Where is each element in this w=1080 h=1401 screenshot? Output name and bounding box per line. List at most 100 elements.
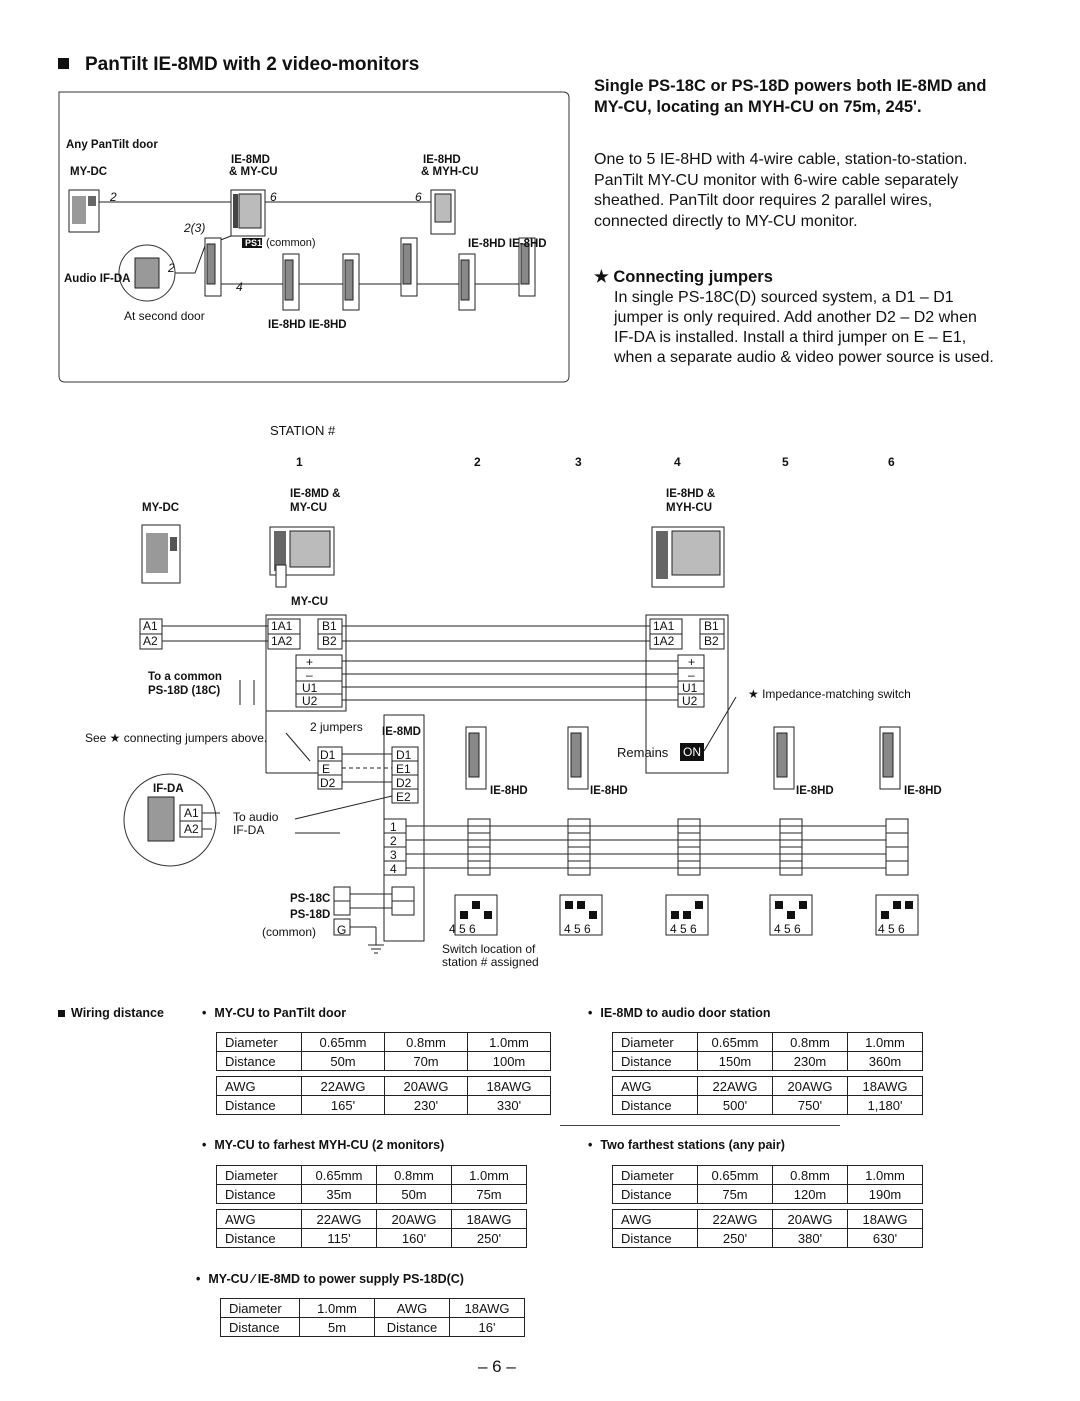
term-b2: B2: [322, 634, 337, 648]
ie8hd-monitor-icon: [430, 189, 456, 235]
ifda-term-a2: A2: [184, 822, 199, 836]
table-cell: 0.8mm: [772, 1032, 848, 1052]
ie8hd-myhcu-label-1: IE-8HD &: [666, 488, 716, 500]
ie8hd-label: IE-8HD: [423, 154, 461, 166]
ps18-badge: [242, 238, 262, 248]
term-e1-right: E1: [396, 762, 411, 776]
table-cell: 230m: [772, 1051, 848, 1071]
table-cell: Distance: [216, 1095, 302, 1115]
table-cell: Distance: [612, 1228, 698, 1248]
my-cu-main-label: MY-CU: [291, 596, 329, 608]
table-cell: 22AWG: [301, 1076, 385, 1096]
wire-count-6b: 6: [415, 190, 422, 204]
ie8md-monitor-icon: [230, 189, 266, 237]
wire-4-md: 4: [390, 862, 397, 876]
section-title-door: MY-CU to PanTilt door: [202, 1006, 346, 1020]
wire-1-md: 1: [390, 820, 397, 834]
if-da-main-icon: [147, 796, 175, 842]
switch-digits-6: 4 5 6: [878, 922, 905, 936]
my-cu-label: & MY-CU: [229, 166, 278, 178]
table-cell: 630': [847, 1228, 923, 1248]
term-minus-right: –: [688, 668, 695, 682]
station-5: 5: [782, 455, 789, 469]
table-cell: 18AWG: [451, 1209, 527, 1229]
table-cell: AWG: [612, 1076, 698, 1096]
common-main-label: (common): [262, 925, 317, 939]
table-cell: 160': [376, 1228, 452, 1248]
table-cell: 0.8mm: [384, 1032, 468, 1052]
table-cell: 18AWG: [847, 1209, 923, 1229]
station-3: 3: [575, 455, 582, 469]
table-cell: Diameter: [612, 1032, 698, 1052]
table-cell: 35m: [301, 1184, 377, 1204]
table-cell: Distance: [612, 1095, 698, 1115]
table-cell: 5m: [299, 1317, 375, 1337]
table-cell: 18AWG: [467, 1076, 551, 1096]
top-wiring-diagram: [58, 91, 570, 383]
term-minus: –: [306, 668, 313, 682]
to-audio-label-1: To audio: [233, 810, 279, 824]
table-cell: 100m: [467, 1051, 551, 1071]
ie8hd-pair-top: IE-8HD IE-8HD: [468, 238, 547, 250]
table-cell: 0.65mm: [697, 1032, 773, 1052]
table-cell: Diameter: [612, 1165, 698, 1185]
my-dc-label: MY-DC: [70, 166, 108, 178]
term-u2-right: U2: [682, 694, 698, 708]
switch-digits-4: 4 5 6: [670, 922, 697, 936]
table-cell: AWG: [374, 1298, 450, 1318]
ie8md-label: IE-8MD: [231, 154, 270, 166]
ie8md-mycu-icon: [269, 526, 335, 588]
table-cell: 1.0mm: [847, 1032, 923, 1052]
table-cell: 1.0mm: [467, 1032, 551, 1052]
see-jumpers-label: See ★ connecting jumpers above.: [85, 731, 268, 745]
section-title-two-farthest: Two farthest stations (any pair): [588, 1138, 785, 1152]
wiring-distance-label: Wiring distance: [58, 1006, 164, 1020]
square-bullet-icon: [58, 1010, 65, 1017]
table-cell: Diameter: [216, 1032, 302, 1052]
table-cell: 0.65mm: [301, 1032, 385, 1052]
section-title-audio: IE-8MD to audio door station: [588, 1006, 770, 1020]
table-cell: 1.0mm: [847, 1165, 923, 1185]
remains-label: Remains: [617, 745, 669, 760]
switch-digits-3: 4 5 6: [564, 922, 591, 936]
table-cell: 190m: [847, 1184, 923, 1204]
main-wiring-diagram: [123, 524, 919, 954]
switch-digits-5: 4 5 6: [774, 922, 801, 936]
table-cell: 165': [301, 1095, 385, 1115]
ground-label: G: [337, 923, 347, 937]
table-cell: 150m: [697, 1051, 773, 1071]
term-e-left: E: [322, 762, 331, 776]
ps18-text: PS18: [245, 238, 268, 248]
table-cell: 1,180': [847, 1095, 923, 1115]
jumpers-heading: ★ Connecting jumpers: [594, 268, 773, 286]
wire-count-6a: 6: [270, 190, 277, 204]
wire-count-2b: 2: [168, 261, 175, 275]
station-6: 6: [888, 455, 895, 469]
ie8md-mycu-label-2: MY-CU: [290, 502, 328, 514]
ie8hd-station3: IE-8HD: [590, 785, 628, 797]
table-cell: Distance: [612, 1184, 698, 1204]
wire-count-23: 2(3): [184, 221, 206, 235]
table-cell: 1.0mm: [299, 1298, 375, 1318]
table-cell: 18AWG: [449, 1298, 525, 1318]
jumpers-body: In single PS-18C(D) sourced system, a D1…: [614, 289, 994, 366]
table-cell: Distance: [612, 1051, 698, 1071]
table-cell: Diameter: [220, 1298, 300, 1318]
table-cell: AWG: [216, 1076, 302, 1096]
at-second-door: At second door: [124, 309, 205, 323]
table-cell: 20AWG: [376, 1209, 452, 1229]
myh-cu-label: & MYH-CU: [421, 166, 479, 178]
term-plus: +: [306, 655, 314, 669]
table-cell: Distance: [374, 1317, 450, 1337]
table-cell: 18AWG: [847, 1076, 923, 1096]
term-b1: B1: [322, 619, 337, 633]
to-audio-label-2: IF-DA: [233, 823, 265, 837]
page-title: PanTilt IE-8MD with 2 video-monitors: [58, 54, 419, 76]
term-a1-left: A1: [143, 619, 158, 633]
my-dc-main-label: MY-DC: [142, 502, 180, 514]
term-d1-right: D1: [396, 748, 412, 762]
table-cell: Distance: [216, 1051, 302, 1071]
table-cell: Distance: [216, 1228, 302, 1248]
